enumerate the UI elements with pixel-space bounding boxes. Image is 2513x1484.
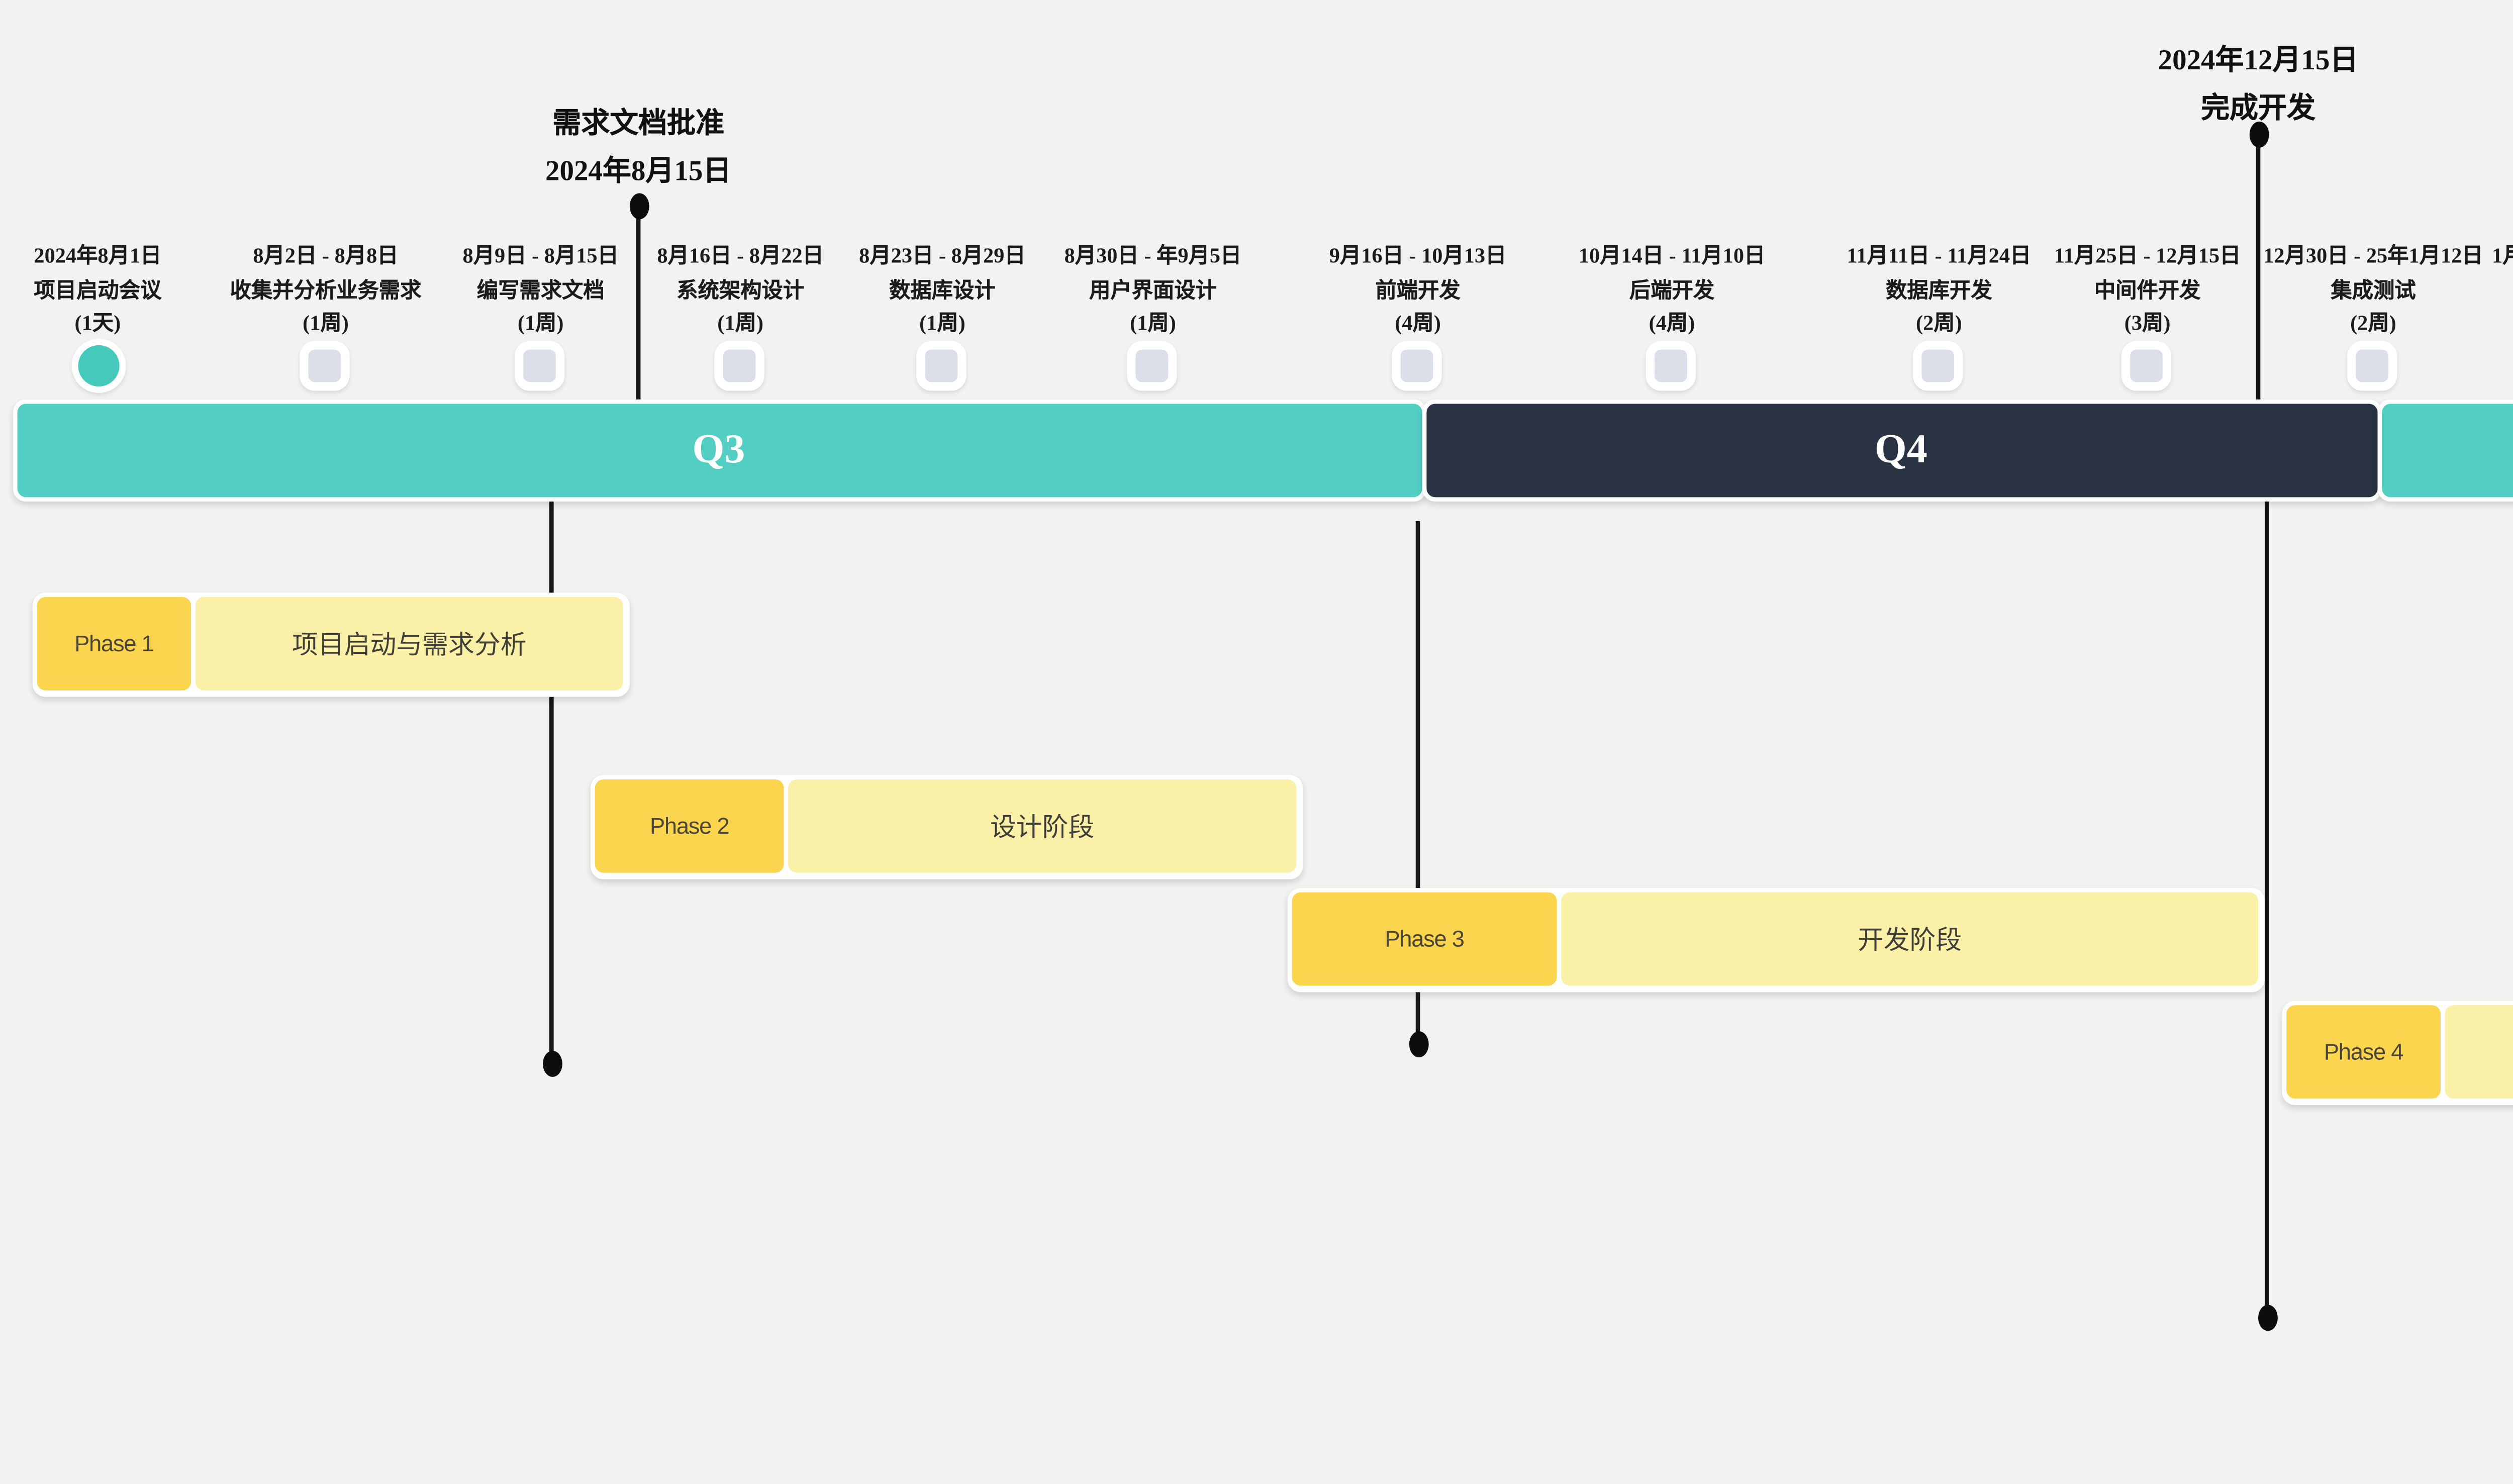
task-duration: (2周) bbox=[1916, 313, 1962, 337]
task-name: 数据库开发 bbox=[1886, 279, 1992, 304]
task-date: 8月23日 - 8月29日 bbox=[859, 245, 1026, 269]
task-marker bbox=[1127, 341, 1177, 391]
task-duration: (2周) bbox=[2350, 313, 2396, 337]
phase-name: 设计阶段 bbox=[788, 779, 1297, 873]
task-date: 8月9日 - 8月15日 bbox=[462, 245, 619, 269]
task-duration: (2周) bbox=[2423, 309, 2513, 342]
milestone-dot bbox=[541, 1050, 561, 1077]
task-column: 2024年8月1日 项目启动会议 (1天) bbox=[0, 241, 250, 343]
task-name: 项目启动会议 bbox=[34, 279, 162, 304]
task-marker bbox=[514, 341, 565, 391]
task-name: 系统架构设计 bbox=[676, 279, 805, 304]
task-marker bbox=[1392, 341, 1442, 391]
task-name: 数据库设计 bbox=[889, 279, 996, 304]
task-name: 收集并分析业务需求 bbox=[230, 279, 422, 304]
milestone-title-line: 需求文档批准 bbox=[552, 106, 725, 139]
task-duration: (1天) bbox=[74, 313, 121, 337]
task-name: 集成测试 bbox=[2331, 279, 2416, 304]
task-name: 后端开发 bbox=[1629, 279, 1715, 304]
milestone-title-line: 完成开发 bbox=[2201, 90, 2315, 123]
task-date: 8月16日 - 8月22日 bbox=[657, 245, 824, 269]
milestone-date-line: 2024年12月15日 bbox=[2158, 43, 2359, 76]
phase-label: Phase 2 bbox=[595, 779, 784, 873]
task-marker-circle bbox=[71, 338, 126, 393]
milestone-title: 需求文档批准 2024年8月15日 bbox=[400, 100, 877, 193]
phase-name: 开发阶段 bbox=[1561, 892, 2259, 986]
task-duration: (1周) bbox=[517, 313, 564, 337]
task-duration: (4周) bbox=[1649, 313, 1695, 337]
task-marker bbox=[2347, 341, 2397, 391]
task-column: 12月30日 - 25年1月12日 集成测试 (2周) bbox=[2221, 241, 2513, 343]
task-duration: (1周) bbox=[919, 313, 965, 337]
milestone-line bbox=[2256, 134, 2261, 406]
quarter-bar-q3: Q3 bbox=[12, 399, 1426, 502]
task-marker bbox=[300, 341, 350, 391]
task-marker bbox=[916, 341, 966, 391]
phase-label: Phase 1 bbox=[37, 597, 191, 690]
task-marker bbox=[1913, 341, 1963, 391]
task-duration: (1周) bbox=[303, 313, 349, 337]
milestone-line bbox=[549, 495, 554, 1064]
task-duration: (1周) bbox=[717, 313, 764, 337]
task-date: 11月11日 - 11月24日 bbox=[1847, 245, 2032, 269]
quarter-label: Q3 bbox=[692, 426, 745, 472]
phase-bar-2: Phase 2 设计阶段 bbox=[589, 774, 1302, 878]
quarter-bar-q1: Q1 bbox=[2376, 399, 2513, 502]
task-date: 1月13日 - 1月26日 bbox=[2491, 245, 2513, 269]
phase-name: 测试阶段 bbox=[2445, 1005, 2513, 1099]
task-date: 10月14日 - 11月10日 bbox=[1578, 245, 1766, 269]
task-column: 8月23日 - 8月29日 数据库设计 (1周) bbox=[791, 241, 1095, 343]
task-duration: (4周) bbox=[1395, 313, 1441, 337]
phase-label: Phase 4 bbox=[2286, 1005, 2441, 1099]
milestone-line bbox=[636, 206, 641, 406]
task-date: 2024年8月1日 bbox=[34, 245, 162, 269]
task-name: 系统测试 bbox=[2423, 275, 2513, 309]
phase-bar-1: Phase 1 项目启动与需求分析 bbox=[31, 591, 629, 696]
task-marker bbox=[1646, 341, 1696, 391]
task-name: 前端开发 bbox=[1375, 279, 1461, 304]
milestone-dot bbox=[1408, 1031, 1428, 1057]
task-name: 编写需求文档 bbox=[476, 279, 605, 304]
task-marker bbox=[2121, 341, 2172, 391]
task-date: 12月30日 - 25年1月12日 bbox=[2263, 245, 2483, 269]
task-duration: (1周) bbox=[1130, 313, 1176, 337]
phase-bar-3: Phase 3 开发阶段 bbox=[1286, 886, 2264, 992]
quarter-label: Q4 bbox=[1874, 426, 1927, 472]
task-column: 8月30日 - 年9月5日 用户界面设计 (1周) bbox=[1001, 241, 1305, 343]
phase-bar-4-test: Phase 4 测试阶段 bbox=[2281, 1000, 2513, 1104]
task-column: 9月16日 - 10月13日 前端开发 (4周) bbox=[1266, 241, 1570, 343]
task-name: 中间件开发 bbox=[2094, 279, 2201, 304]
task-duration: (3周) bbox=[2124, 313, 2171, 337]
milestone-line bbox=[2264, 495, 2270, 1318]
milestone-date-line: 2024年8月15日 bbox=[545, 153, 732, 186]
task-column: 8月16日 - 8月22日 系统架构设计 (1周) bbox=[589, 241, 893, 343]
task-date: 8月2日 - 8月8日 bbox=[253, 245, 399, 269]
milestone-title: 2024年12月15日 完成开发 bbox=[2019, 37, 2497, 130]
milestone-dot bbox=[629, 193, 649, 220]
task-marker bbox=[714, 341, 764, 391]
milestone-line bbox=[1415, 521, 1421, 1045]
quarter-bar-q4: Q4 bbox=[1421, 399, 2381, 502]
task-column: 11月11日 - 11月24日 数据库开发 (2周) bbox=[1787, 241, 2091, 343]
milestone-dot bbox=[2249, 121, 2269, 148]
phase-label: Phase 3 bbox=[1292, 892, 1557, 986]
task-column: 1月13日 - 1月26日 系统测试 (2周) bbox=[2423, 241, 2513, 343]
phase-name: 项目启动与需求分析 bbox=[195, 597, 623, 690]
task-column: 8月2日 - 8月8日 收集并分析业务需求 (1周) bbox=[174, 241, 478, 343]
task-column: 11月25日 - 12月15日 中间件开发 (3周) bbox=[1995, 241, 2299, 343]
task-date: 8月30日 - 年9月5日 bbox=[1064, 245, 1242, 269]
task-date: 9月16日 - 10月13日 bbox=[1329, 245, 1507, 269]
task-date: 11月25日 - 12月15日 bbox=[2054, 245, 2241, 269]
task-column: 10月14日 - 11月10日 后端开发 (4周) bbox=[1520, 241, 1824, 343]
milestone-dot bbox=[2257, 1305, 2277, 1331]
task-name: 用户界面设计 bbox=[1089, 279, 1217, 304]
task-column: 8月9日 - 8月15日 编写需求文档 (1周) bbox=[389, 241, 693, 343]
